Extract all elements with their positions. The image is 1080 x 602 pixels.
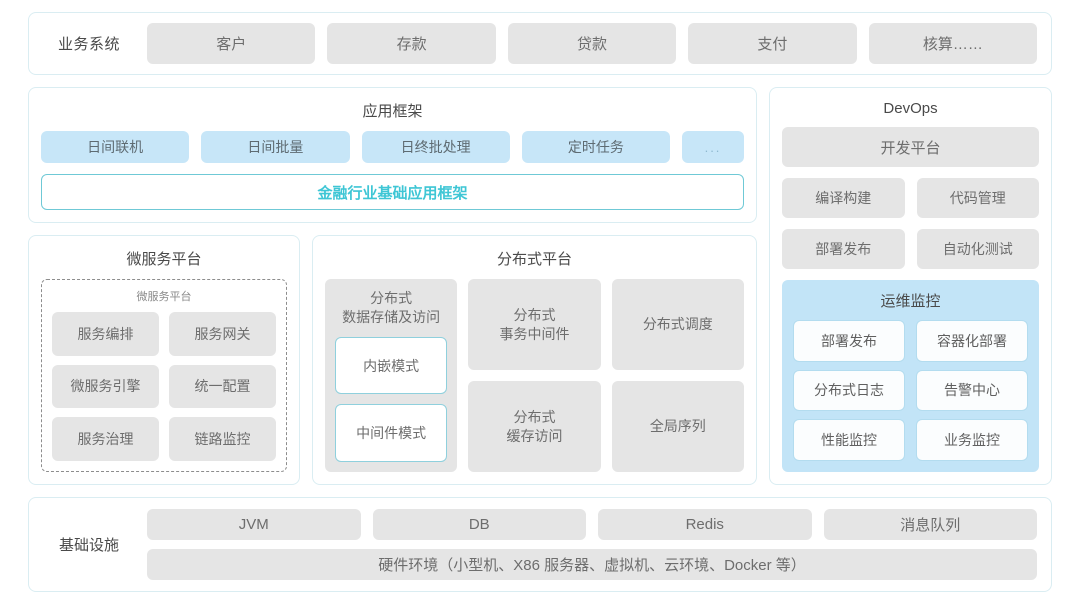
distributed-storage-title-line2: 数据存储及访问 [342,308,441,325]
ops-monitor-item[interactable]: 部署发布 [793,320,905,362]
infrastructure-item[interactable]: Redis [598,509,812,540]
distributed-item[interactable]: 分布式调度 [611,279,744,370]
distributed-storage-mode[interactable]: 中间件模式 [335,404,448,462]
business-system-item[interactable]: 客户 [147,23,316,64]
distributed-storage-title-line1: 分布式 [370,290,413,306]
app-framework-module[interactable]: 定时任务 [521,131,670,163]
devops-item[interactable]: 自动化测试 [916,229,1039,269]
business-system-item[interactable]: 核算…… [868,23,1038,64]
microservice-item[interactable]: 服务治理 [52,417,159,461]
distributed-item[interactable]: 分布式 缓存访问 [468,381,601,472]
infrastructure-items: JVM DB Redis 消息队列 [147,509,1037,540]
distributed-item[interactable]: 分布式 事务中间件 [468,279,601,370]
infrastructure-item[interactable]: JVM [147,509,361,540]
finance-base-framework-box[interactable]: 金融行业基础应用框架 [41,174,744,210]
app-framework-panel: 应用框架 日间联机 日间批量 日终批处理 定时任务 ... 金融行业基础应用框架 [28,87,757,223]
microservice-platform-panel: 微服务平台 微服务平台 服务编排 服务网关 微服务引擎 统一配置 服务治理 链路… [28,235,300,485]
distributed-item-line1: 分布式 [513,306,556,323]
ops-monitor-item[interactable]: 容器化部署 [916,320,1028,362]
app-framework-module[interactable]: 日间批量 [201,131,350,163]
platform-row: 微服务平台 微服务平台 服务编排 服务网关 微服务引擎 统一配置 服务治理 链路… [28,235,757,485]
devops-platform-box[interactable]: 开发平台 [782,127,1039,167]
distributed-platform-title: 分布式平台 [496,251,572,268]
devops-item[interactable]: 编译构建 [782,178,905,218]
app-framework-more-icon[interactable]: ... [682,131,744,163]
microservice-item[interactable]: 服务网关 [169,312,276,356]
devops-item[interactable]: 部署发布 [782,229,905,269]
distributed-storage-title: 分布式 数据存储及访问 [335,289,447,327]
devops-panel: DevOps 开发平台 编译构建 代码管理 部署发布 自动化测试 运维监控 部署… [769,87,1052,485]
ops-monitor-item[interactable]: 性能监控 [793,419,905,461]
app-framework-modules: 日间联机 日间批量 日终批处理 定时任务 ... [41,131,744,163]
ops-monitor-item[interactable]: 告警中心 [916,369,1028,412]
distributed-platform-panel: 分布式平台 分布式 数据存储及访问 内嵌模式 中间件模式 [312,235,757,485]
distributed-item-line2: 缓存访问 [506,427,563,444]
distributed-items-grid: 分布式 数据存储及访问 内嵌模式 中间件模式 分布式 事务中间件 [325,279,744,472]
app-framework-title: 应用框架 [362,103,423,120]
ops-monitor-grid: 部署发布 容器化部署 分布式日志 告警中心 性能监控 业务监控 [793,320,1028,461]
business-system-item[interactable]: 贷款 [507,23,677,64]
infrastructure-stack: JVM DB Redis 消息队列 硬件环境（小型机、X86 服务器、虚拟机、云… [147,509,1037,580]
hardware-environment-box[interactable]: 硬件环境（小型机、X86 服务器、虚拟机、云环境、Docker 等） [147,549,1037,580]
infrastructure-panel: 基础设施 JVM DB Redis 消息队列 硬件环境（小型机、X86 服务器、… [28,497,1052,592]
ops-monitor-item[interactable]: 业务监控 [916,419,1028,461]
devops-items-grid: 编译构建 代码管理 部署发布 自动化测试 [782,178,1039,269]
ops-monitor-panel: 运维监控 部署发布 容器化部署 分布式日志 告警中心 性能监控 业务监控 [782,280,1039,472]
microservice-item[interactable]: 服务编排 [52,312,159,356]
microservice-inner-title: 微服务平台 [136,291,192,303]
devops-title: DevOps [883,100,938,117]
business-systems-panel: 业务系统 客户 存款 贷款 支付 核算…… [28,12,1052,75]
middle-band: 应用框架 日间联机 日间批量 日终批处理 定时任务 ... 金融行业基础应用框架… [28,87,1052,485]
infrastructure-item[interactable]: DB [372,509,586,540]
app-framework-module[interactable]: 日间联机 [41,131,190,163]
distributed-storage-mode[interactable]: 内嵌模式 [335,336,448,395]
ops-monitor-item[interactable]: 分布式日志 [793,369,905,412]
microservice-items-grid: 服务编排 服务网关 微服务引擎 统一配置 服务治理 链路监控 [52,312,276,461]
business-system-item[interactable]: 支付 [688,23,857,64]
devops-column: DevOps 开发平台 编译构建 代码管理 部署发布 自动化测试 运维监控 部署… [769,87,1052,485]
infrastructure-item[interactable]: 消息队列 [823,509,1037,540]
distributed-item-line2: 事务中间件 [499,325,570,342]
microservice-item[interactable]: 微服务引擎 [52,364,159,409]
distributed-item[interactable]: 全局序列 [611,381,744,472]
ops-monitor-title: 运维监控 [880,293,941,310]
microservice-item[interactable]: 链路监控 [169,417,276,461]
infrastructure-label: 基础设施 [58,537,119,554]
distributed-item-line1: 分布式 [513,408,556,425]
microservice-inner-box: 微服务平台 服务编排 服务网关 微服务引擎 统一配置 服务治理 链路监控 [41,279,287,472]
business-systems-items: 客户 存款 贷款 支付 核算…… [147,23,1038,64]
app-framework-module[interactable]: 日终批处理 [361,131,510,163]
microservice-platform-title: 微服务平台 [126,251,202,268]
middle-left-column: 应用框架 日间联机 日间批量 日终批处理 定时任务 ... 金融行业基础应用框架… [28,87,757,485]
microservice-item[interactable]: 统一配置 [169,364,276,409]
distributed-storage-box[interactable]: 分布式 数据存储及访问 内嵌模式 中间件模式 [325,279,458,472]
business-systems-label: 业务系统 [57,36,120,53]
business-system-item[interactable]: 存款 [327,23,496,64]
devops-item[interactable]: 代码管理 [916,178,1039,218]
